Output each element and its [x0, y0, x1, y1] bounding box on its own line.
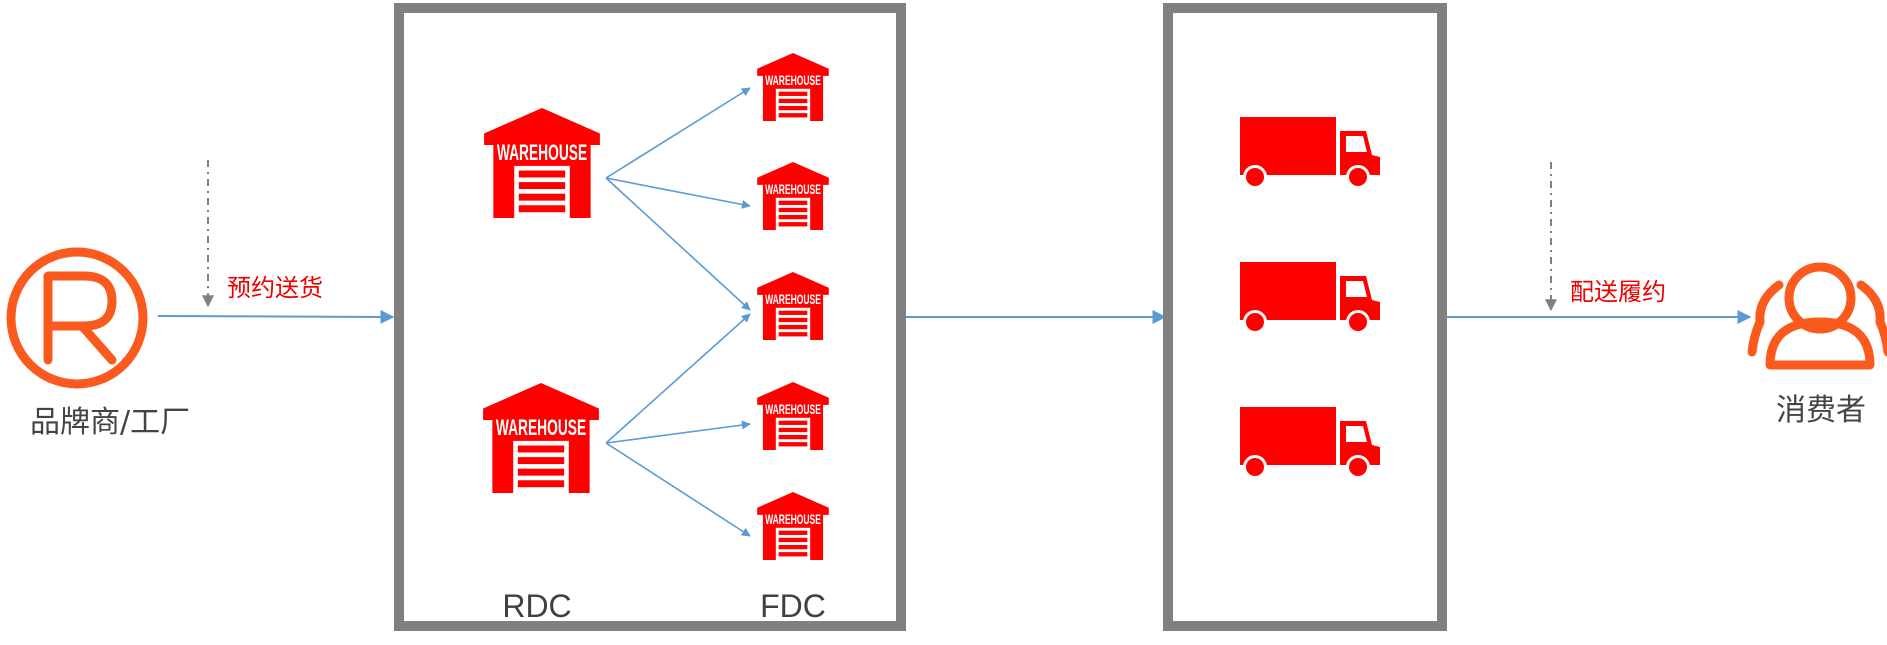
warehouse-network-box: RDC FDC — [394, 3, 906, 631]
inbound-arrow — [157, 309, 395, 324]
brand-label: 品牌商/工厂 — [30, 405, 190, 440]
truck-icon — [1240, 262, 1380, 333]
rdc-warehouse-2 — [483, 383, 599, 493]
fdc-label: FDC — [760, 588, 826, 624]
rdc-label: RDC — [502, 588, 571, 624]
rdc-warehouse-1 — [484, 108, 600, 218]
rdc-to-fdc-arrows — [605, 87, 751, 537]
fdc-warehouse-2 — [757, 162, 829, 230]
inbound-label: 预约送货 — [227, 274, 323, 302]
arrow-rdc1-fdc1 — [605, 87, 751, 179]
fdc-warehouse-5 — [757, 492, 829, 560]
truck-icon — [1240, 117, 1380, 188]
arrow-rdc1-fdc2 — [605, 177, 751, 209]
fdc-warehouse-4 — [757, 382, 829, 450]
delivery-edge: 配送履约 — [1446, 162, 1752, 324]
brand-node: 品牌商/工厂 — [6, 247, 190, 440]
delivery-label: 配送履约 — [1570, 278, 1666, 306]
truck-box-frame — [1163, 3, 1447, 631]
arrow-rdc2-fdc4 — [605, 420, 751, 444]
fdc-warehouse-3 — [757, 272, 829, 340]
consumer-label: 消费者 — [1776, 393, 1866, 428]
truck-icon — [1240, 407, 1380, 478]
fdc-warehouse-1 — [757, 53, 829, 121]
registered-trademark-icon — [6, 247, 148, 389]
inbound-edge: 预约送货 — [157, 160, 395, 324]
arrow-rdc2-fdc3 — [605, 313, 751, 444]
arrow-rdc1-fdc3 — [605, 177, 751, 311]
users-icon — [1747, 262, 1887, 370]
arrow-rdc2-fdc5 — [605, 442, 751, 537]
consumer-node: 消费者 — [1747, 262, 1887, 428]
delivery-fleet-box — [1163, 3, 1447, 631]
warehouse-box-frame — [394, 3, 906, 631]
